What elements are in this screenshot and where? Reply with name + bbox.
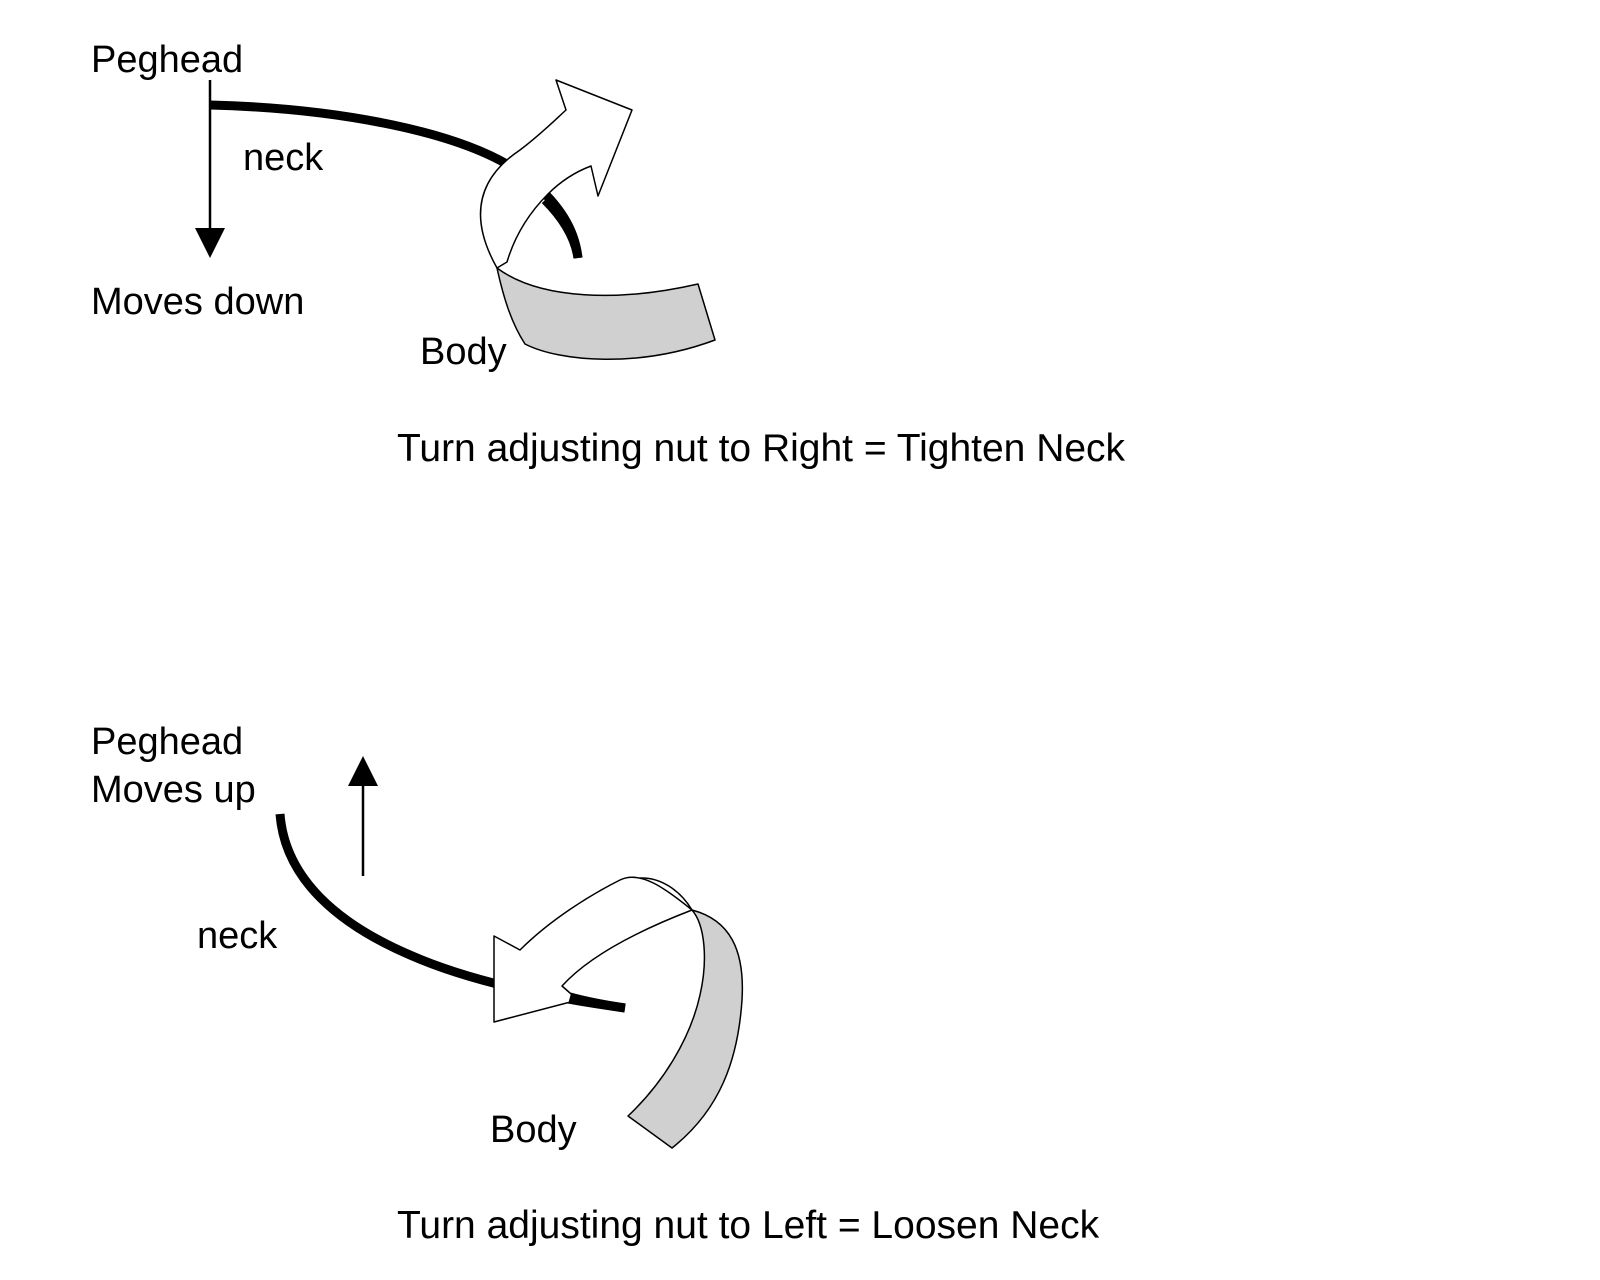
- ribbon-top-fold: [639, 877, 693, 911]
- clockwise-arrow-icon: [479, 79, 633, 269]
- peghead-label: Peghead: [91, 721, 244, 763]
- peghead-label: Peghead: [91, 39, 244, 81]
- loosen-caption: Turn adjusting nut to Left = Loosen Neck: [397, 1204, 1100, 1247]
- movement-label: Moves up: [91, 769, 256, 811]
- neck-label: neck: [197, 915, 278, 957]
- tighten-caption: Turn adjusting nut to Right = Tighten Ne…: [397, 427, 1126, 470]
- neck-curve-end: [568, 992, 626, 1013]
- neck-curve-end: [541, 196, 583, 259]
- tighten-diagram: [195, 79, 716, 360]
- rotation-ribbon-back: [627, 909, 744, 1149]
- up-arrow-icon: [348, 756, 378, 786]
- rotation-ribbon-back: [496, 267, 716, 360]
- counterclockwise-arrow-icon: [493, 876, 693, 1023]
- body-label: Body: [490, 1109, 577, 1151]
- neck-label: neck: [243, 137, 324, 179]
- down-arrow-icon: [195, 228, 225, 258]
- body-label: Body: [420, 331, 507, 373]
- loosen-diagram: [275, 756, 744, 1149]
- movement-label: Moves down: [91, 281, 305, 323]
